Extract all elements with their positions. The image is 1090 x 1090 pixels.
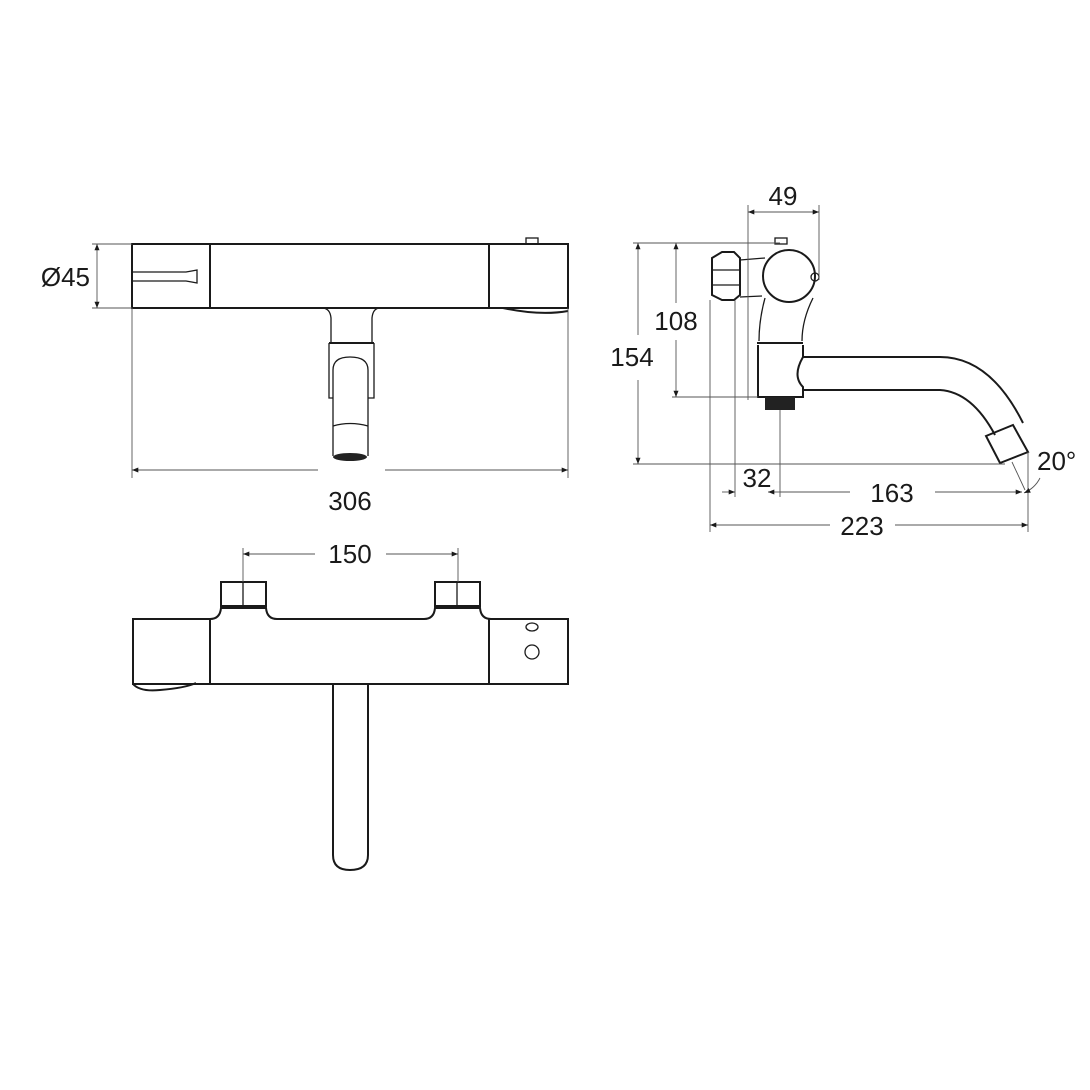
spout: [803, 356, 1024, 436]
spout-lip: [502, 307, 569, 314]
mixer-body: [131, 243, 569, 309]
front-view: 306 Ø45: [41, 237, 569, 516]
outlet-tube: [332, 684, 369, 872]
knob-button: [774, 237, 788, 245]
lower-body: [757, 345, 804, 398]
dim-depth-top: 49: [769, 181, 798, 211]
indicator-hole: [525, 622, 539, 632]
handle-slot: [133, 269, 198, 284]
spout-lip: [132, 682, 197, 692]
dim-inlet-offset: 32: [743, 463, 772, 493]
dim-height-inlet: 108: [654, 306, 697, 336]
mixer-body: [132, 607, 569, 685]
dim-height-total: 154: [610, 342, 653, 372]
indicator-hole: [524, 644, 540, 660]
dim-overall-depth: 223: [840, 511, 883, 541]
hex-nut: [711, 251, 741, 301]
top-view: 150: [132, 539, 569, 872]
side-view: 49 154 108 32 163 20° 223: [610, 181, 1076, 541]
threaded-nipple: [765, 397, 795, 410]
dim-inlet-centers: 150: [328, 539, 371, 569]
aerator: [333, 453, 367, 461]
neck: [321, 307, 381, 344]
valve-body: [762, 249, 816, 303]
dim-spout-reach: 163: [870, 478, 913, 508]
knob-button: [525, 237, 539, 245]
dim-spout-angle: 20°: [1037, 446, 1076, 476]
outlet-housing: [328, 343, 375, 399]
dim-overall-width: 306: [328, 486, 371, 516]
dim-diameter: Ø45: [41, 262, 90, 292]
outlet-tube: [332, 356, 369, 456]
